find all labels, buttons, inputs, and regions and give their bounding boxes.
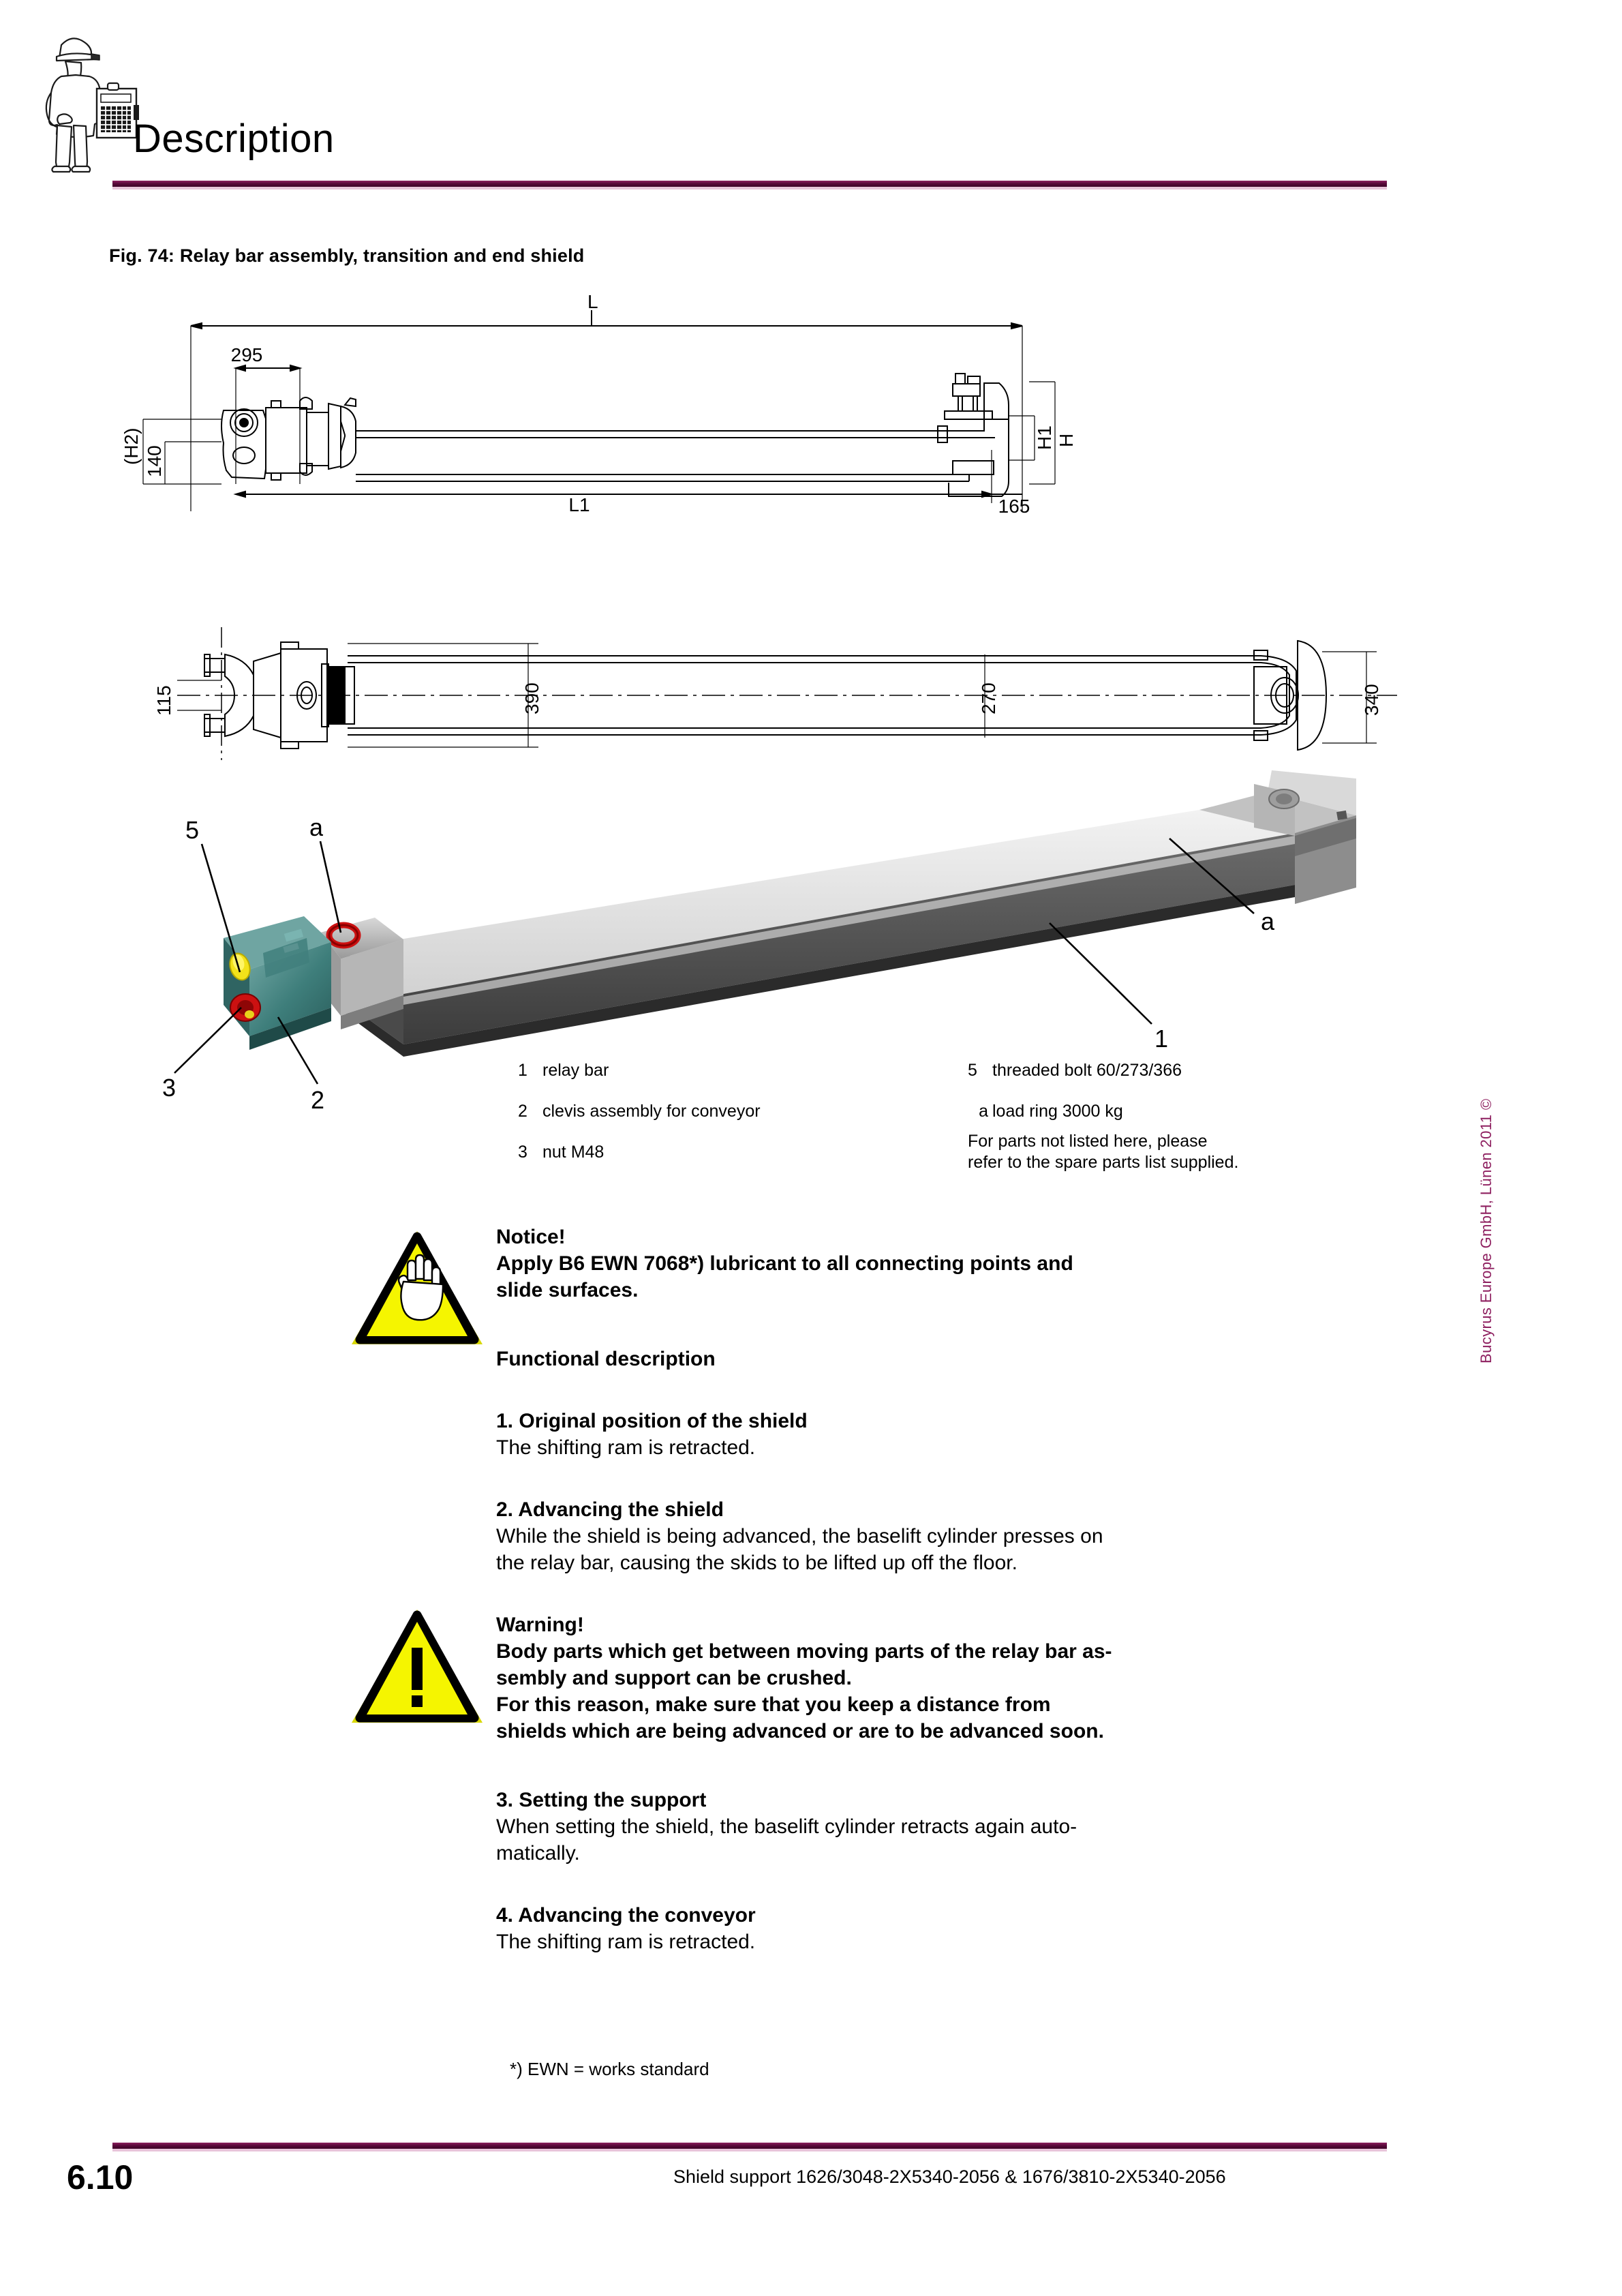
callout-a-left: a bbox=[309, 813, 324, 841]
warning-line-1: Body parts which get between moving part… bbox=[496, 1640, 1112, 1663]
warning-line-2: sembly and support can be crushed. bbox=[496, 1667, 852, 1689]
legend-item: a load ring 3000 kg bbox=[968, 1101, 1370, 1121]
step-line: matically. bbox=[496, 1842, 580, 1864]
page-number: 6.10 bbox=[67, 2158, 134, 2196]
legend-value: nut M48 bbox=[542, 1143, 605, 1162]
legend-value: clevis assembly for conveyor bbox=[542, 1102, 761, 1121]
step-title: 4. Advancing the conveyor bbox=[496, 1904, 756, 1927]
exclamation-hazard-triangle-icon bbox=[352, 1610, 483, 1723]
plan-view-drawing: 115 390 270 340 bbox=[153, 627, 1397, 760]
footer-divider bbox=[112, 2143, 1387, 2149]
step-title: 3. Setting the support bbox=[496, 1789, 707, 1811]
callout-2: 2 bbox=[311, 1086, 324, 1114]
footer-divider-shadow bbox=[112, 2149, 1387, 2151]
legend-note-line-1: For parts not listed here, please bbox=[968, 1132, 1208, 1151]
legend-column-right: 5 threaded bolt 60/273/366 a load ring 3… bbox=[968, 1060, 1370, 1174]
functional-step-1: 1. Original position of the shield The s… bbox=[496, 1408, 1396, 1461]
callout-a-right: a bbox=[1261, 907, 1275, 935]
legend-item: 1 relay bar bbox=[518, 1060, 900, 1081]
step-line: While the shield is being advanced, the … bbox=[496, 1525, 1103, 1547]
header-divider-shadow bbox=[112, 187, 1387, 190]
legend-key: 5 bbox=[968, 1061, 977, 1080]
warning-heading: Warning! bbox=[496, 1614, 584, 1636]
legend-item: 5 threaded bolt 60/273/366 bbox=[968, 1060, 1370, 1081]
legend-item: 3 nut M48 bbox=[518, 1142, 900, 1162]
dim-140: 140 bbox=[144, 445, 165, 477]
functional-step-4: 4. Advancing the conveyor The shifting r… bbox=[496, 1902, 1396, 1955]
dim-H1: H1 bbox=[1034, 425, 1055, 450]
page-header: Description bbox=[0, 0, 1622, 198]
parts-legend: 1 relay bar 2 clevis assembly for convey… bbox=[518, 1060, 1370, 1190]
dim-165: 165 bbox=[998, 496, 1030, 517]
callout-5: 5 bbox=[185, 816, 199, 844]
legend-column-left: 1 relay bar 2 clevis assembly for convey… bbox=[518, 1060, 900, 1183]
step-line: The shifting ram is retracted. bbox=[496, 1436, 756, 1459]
relay-bar-3d-render: 5 a a 1 3 2 bbox=[162, 770, 1356, 1114]
legend-key: 2 bbox=[518, 1102, 527, 1121]
step-line: When setting the shield, the baselift cy… bbox=[496, 1815, 1077, 1838]
step-line: the relay bar, causing the skids to be l… bbox=[496, 1552, 1017, 1574]
legend-note: For parts not listed here, please refer … bbox=[968, 1131, 1370, 1174]
figure-caption: Fig. 74: Relay bar assembly, transition … bbox=[109, 245, 585, 266]
legend-key: a bbox=[979, 1102, 988, 1121]
notice-heading: Notice! bbox=[496, 1226, 566, 1248]
miner-with-clipboard-icon bbox=[45, 37, 139, 173]
dim-H: H bbox=[1056, 434, 1077, 447]
dim-340: 340 bbox=[1361, 684, 1382, 716]
legend-item: 2 clevis assembly for conveyor bbox=[518, 1101, 900, 1121]
notice-line-2: slide surfaces. bbox=[496, 1279, 639, 1301]
functional-step-2: 2. Advancing the shield While the shield… bbox=[496, 1496, 1396, 1576]
dim-L1: L1 bbox=[568, 494, 590, 515]
notice-line-1: Apply B6 EWN 7068*) lubricant to all con… bbox=[496, 1252, 1073, 1275]
copyright-notice: Bucyrus Europe GmbH, Lünen 2011 © bbox=[1478, 1098, 1495, 1363]
step-title: 2. Advancing the shield bbox=[496, 1498, 724, 1521]
dim-295: 295 bbox=[231, 344, 263, 365]
side-view-drawing: L 295 L1 165 (H2) 140 H1 H bbox=[121, 291, 1077, 517]
callout-1: 1 bbox=[1154, 1025, 1168, 1053]
dim-270: 270 bbox=[978, 682, 999, 714]
step-title: 1. Original position of the shield bbox=[496, 1410, 808, 1432]
dim-L: L bbox=[587, 291, 598, 312]
warning-line-4: shields which are being advanced or are … bbox=[496, 1720, 1104, 1742]
body-text-column: Notice! Apply B6 EWN 7068*) lubricant to… bbox=[496, 1224, 1396, 1955]
functional-step-3: 3. Setting the support When setting the … bbox=[496, 1787, 1396, 1867]
legend-key: 3 bbox=[518, 1143, 527, 1162]
warning-block: Warning! Body parts which get between mo… bbox=[496, 1612, 1396, 1744]
legend-note-line-2: refer to the spare parts list supplied. bbox=[968, 1153, 1239, 1173]
legend-value: threaded bolt 60/273/366 bbox=[992, 1061, 1182, 1080]
legend-key: 1 bbox=[518, 1061, 527, 1080]
dim-115: 115 bbox=[153, 685, 174, 716]
header-divider bbox=[112, 181, 1387, 187]
page-title: Description bbox=[133, 117, 335, 161]
legend-value: load ring 3000 kg bbox=[992, 1102, 1123, 1121]
functional-description-heading: Functional description bbox=[496, 1348, 716, 1370]
footnote: *) EWN = works standard bbox=[510, 2059, 709, 2079]
dim-H2: (H2) bbox=[121, 428, 142, 465]
footer-document-title: Shield support 1626/3048-2X5340-2056 & 1… bbox=[673, 2166, 1226, 2187]
callout-3: 3 bbox=[162, 1074, 176, 1102]
legend-value: relay bar bbox=[542, 1061, 609, 1080]
hand-hazard-triangle-icon bbox=[352, 1231, 483, 1344]
warning-line-3: For this reason, make sure that you keep… bbox=[496, 1693, 1051, 1716]
step-line: The shifting ram is retracted. bbox=[496, 1931, 756, 1953]
dim-390: 390 bbox=[521, 682, 542, 714]
notice-block: Notice! Apply B6 EWN 7068*) lubricant to… bbox=[496, 1224, 1396, 1303]
